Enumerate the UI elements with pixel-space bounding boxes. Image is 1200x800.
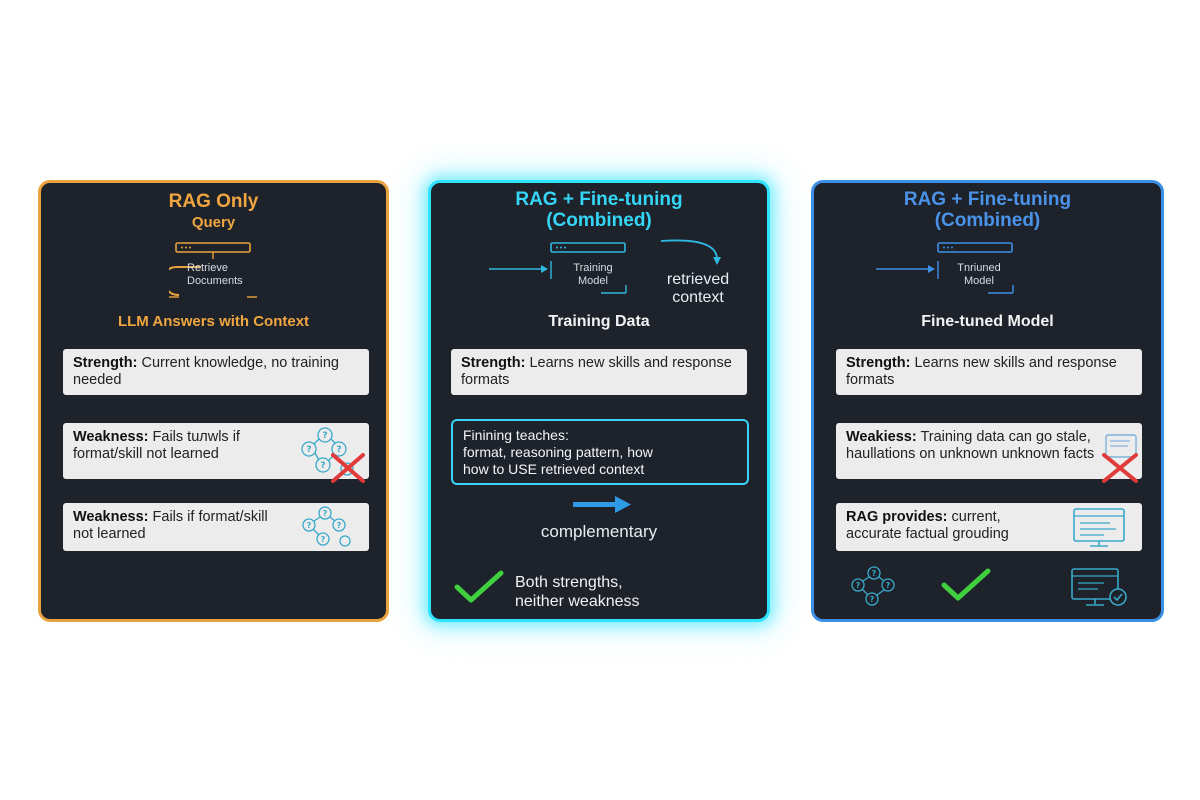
svg-text:?: ? (886, 581, 891, 590)
training-label: Training (573, 262, 613, 274)
finetuned-model-label: Fine-tuned Model (921, 313, 1054, 330)
svg-text:?: ? (320, 461, 325, 471)
both-strengths-label: Both strengths, (515, 574, 623, 591)
documents-label: Documents (187, 275, 243, 287)
svg-text:?: ? (307, 521, 312, 530)
finetuned-panel: RAG + Fine-tuning (Combined) Tnriuned Mo… (811, 180, 1164, 622)
strength-label: Strength: (461, 355, 526, 371)
strength-card: Strength: Current knowledge, no training… (63, 349, 369, 395)
weakness-text: Training data can go stale, haullations … (846, 429, 1095, 462)
teaches-box: Finining teaches: format, reasoning patt… (451, 419, 749, 485)
rag-only-panel: RAG Only Query Retrieve Documents LLM An… (38, 180, 389, 622)
rag-provides-text: current, accurate factual grouding (846, 509, 1009, 542)
rag-only-title: RAG Only (168, 191, 259, 212)
rag-provides-label: RAG provides: (846, 509, 948, 525)
svg-text:?: ? (336, 445, 341, 455)
svg-text:?: ? (323, 509, 328, 518)
retrieval-flow-icon (169, 242, 257, 298)
weakness-label: Weakiess: (846, 429, 917, 445)
monitor-check-icon (1071, 568, 1127, 606)
query-label: Query (191, 214, 236, 231)
strength-text: Current knowledge, no training needed (73, 355, 339, 388)
svg-text:?: ? (306, 445, 311, 455)
weakness-text: Fails if format/skill not learned (73, 509, 268, 542)
server-icon (937, 242, 1013, 253)
strength-text: Learns new skills and response formats (461, 355, 732, 388)
strength-label: Strength: (846, 355, 911, 371)
retrieved-label: retrieved (666, 271, 730, 288)
weakness-label: Weakness: (73, 509, 149, 525)
svg-text:?: ? (870, 595, 875, 604)
model-label: Model (964, 275, 994, 287)
model-label: Model (578, 275, 608, 287)
question-network-icon: ???? (302, 506, 351, 547)
monitor-document-icon (1105, 434, 1137, 458)
svg-text:?: ? (337, 521, 342, 530)
combined-title-line1: RAG + Fine-tuning (515, 189, 683, 210)
teaches-line2: format, reasoning pattern, how (463, 444, 653, 460)
strength-label: Strength: (73, 355, 138, 371)
llm-answer-label: LLM Answers with Context (117, 313, 310, 330)
weakness-text: Fails tuлwls if format/skill not learned (73, 429, 240, 462)
finetuned-title-line2: (Combined) (934, 210, 1041, 231)
server-icon (175, 242, 251, 253)
teaches-line3: how to USE retrieved context (463, 461, 645, 477)
training-flow-icon (489, 239, 721, 294)
arrow-right-icon (573, 496, 631, 513)
weakness-card: Weakiess: Training data can go stale, ha… (836, 423, 1142, 479)
red-x-icon (1102, 453, 1138, 483)
combined-title-line2: (Combined) (546, 210, 652, 231)
finetuned-title-line1: RAG + Fine-tuning (903, 189, 1072, 210)
weakness-label: Weakness: (73, 429, 149, 445)
complementary-label: complementary (540, 522, 658, 541)
green-check-icon (941, 568, 991, 601)
monitor-document-icon (1073, 508, 1125, 547)
teaches-line1: Finining teaches: (463, 427, 569, 443)
server-icon (550, 242, 626, 253)
loop-arrow-icon (169, 266, 201, 296)
svg-text:?: ? (322, 431, 327, 441)
question-network-icon: ???? (851, 566, 895, 606)
tnriuned-label: Tnriuned (957, 262, 1001, 274)
rag-provides-card: RAG provides: current, accurate factual … (836, 503, 1142, 551)
green-check-icon (454, 570, 504, 603)
loop-arrow-icon (660, 239, 718, 262)
combined-panel: RAG + Fine-tuning (Combined) Training Mo… (428, 180, 770, 622)
strength-card: Strength: Learns new skills and response… (451, 349, 747, 395)
svg-text:?: ? (856, 581, 861, 590)
combined-title: RAG + Fine-tuning (Combined) (431, 189, 767, 231)
context-label: context (672, 289, 724, 306)
question-network-icon: ???? (301, 427, 354, 476)
retrieve-label: Retrieve (187, 262, 228, 274)
strength-text: Learns new skills and response formats (846, 355, 1117, 388)
neither-weakness-label: neither weakness (515, 593, 640, 610)
svg-text:?: ? (872, 569, 877, 578)
finetuned-title: RAG + Fine-tuning (Combined) (814, 189, 1161, 231)
red-x-icon (331, 453, 365, 483)
svg-text:?: ? (321, 535, 326, 544)
model-flow-icon (876, 242, 1014, 294)
strength-card: Strength: Learns new skills and response… (836, 349, 1142, 395)
training-data-label: Training Data (548, 313, 650, 330)
